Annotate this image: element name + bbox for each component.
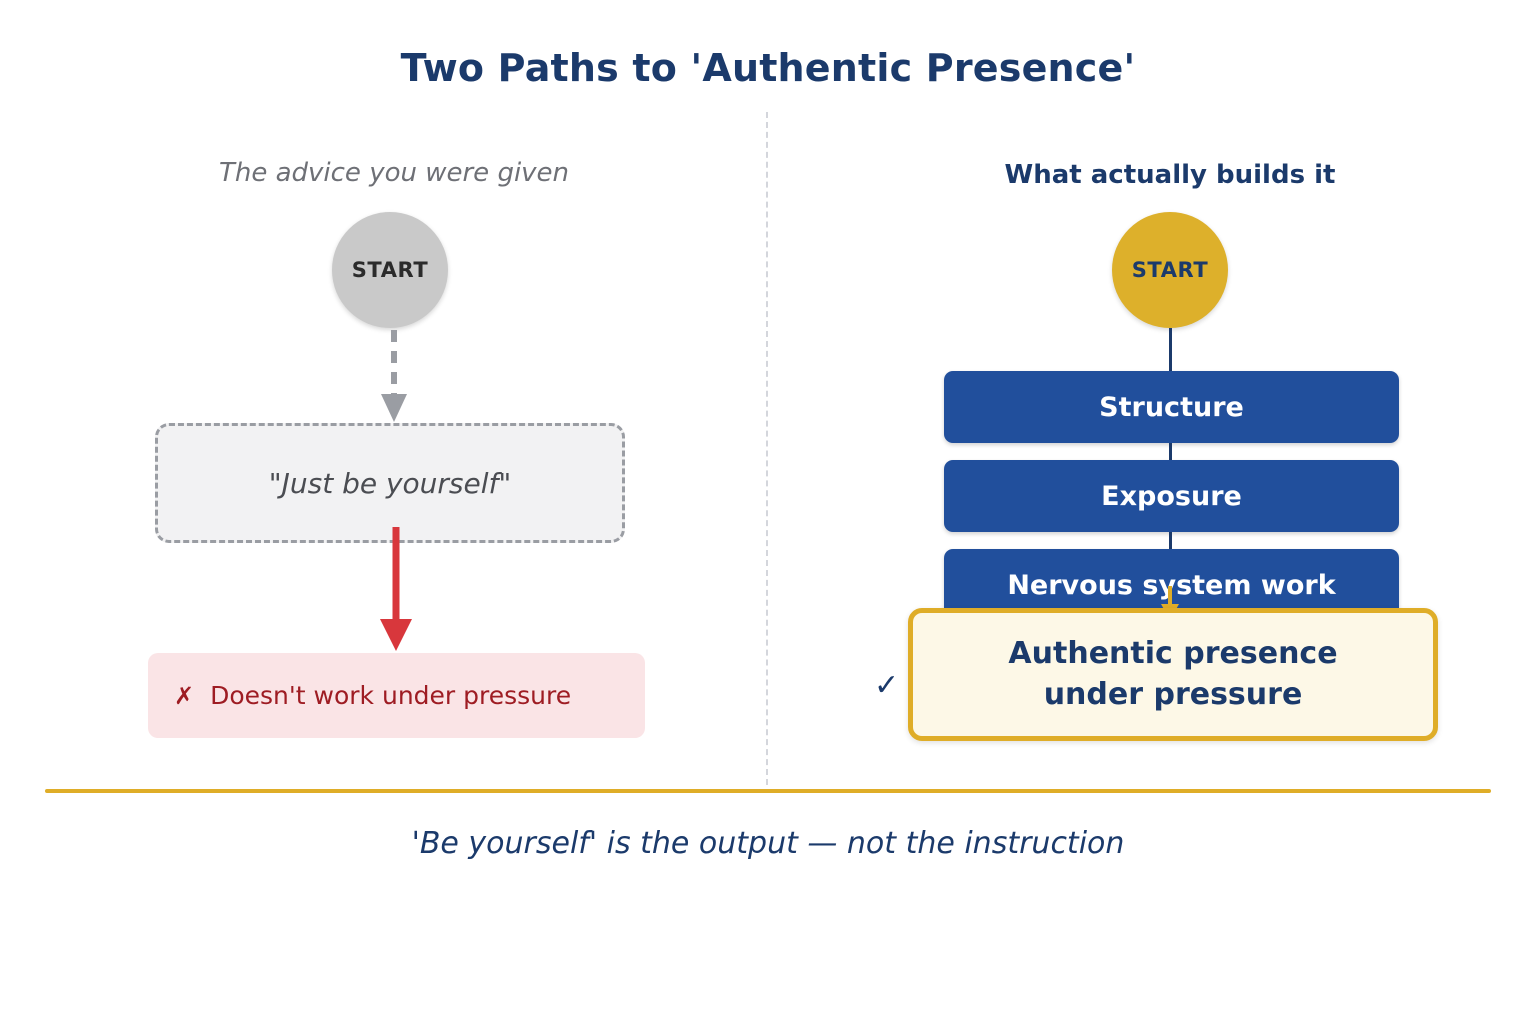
right-start-node: START <box>1112 212 1228 328</box>
left-start-node: START <box>332 212 448 328</box>
column-divider <box>766 112 768 785</box>
step-bar-structure: Structure <box>944 371 1399 443</box>
check-icon: ✓ <box>874 668 900 703</box>
connector-line <box>1169 532 1172 549</box>
step-bar-label: Exposure <box>1101 480 1242 512</box>
step-bar-label: Structure <box>1099 391 1244 423</box>
advice-text: "Just be yourself" <box>268 466 512 500</box>
right-column-header: What actually builds it <box>1004 160 1336 190</box>
right-start-label: START <box>1131 258 1209 282</box>
advice-box: "Just be yourself" <box>155 423 625 543</box>
gray-dashed-arrow <box>381 330 407 422</box>
outcome-line-1: Authentic presence <box>1008 636 1338 672</box>
outcome-line-2: under pressure <box>1043 676 1303 712</box>
page-title: Two Paths to 'Authentic Presence' <box>400 46 1136 90</box>
connector-line <box>1169 328 1172 371</box>
left-start-label: START <box>351 258 429 282</box>
left-column-header: The advice you were given <box>218 158 570 188</box>
failure-box: ✗ Doesn't work under pressure <box>148 653 645 738</box>
failure-label: Doesn't work under pressure <box>210 681 572 710</box>
cross-icon: ✗ <box>174 681 195 710</box>
step-bar-exposure: Exposure <box>944 460 1399 532</box>
connector-line <box>1169 443 1172 460</box>
red-failure-arrow <box>380 527 412 651</box>
outcome-box: Authentic presence under pressure <box>908 608 1438 741</box>
footer-divider <box>45 789 1491 793</box>
footer-caption: 'Be yourself' is the output — not the in… <box>411 826 1125 861</box>
